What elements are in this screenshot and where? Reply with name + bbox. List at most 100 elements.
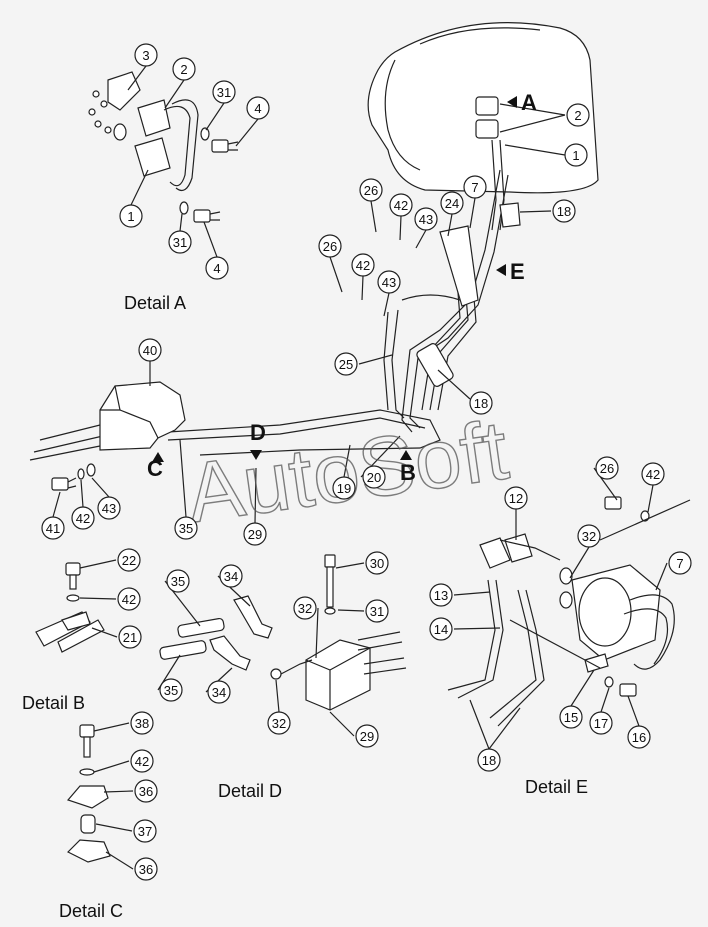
callout-circle	[552, 199, 576, 223]
callout-number: 20	[367, 470, 381, 485]
callout-part-42: 42	[641, 462, 665, 486]
callout-circle	[219, 564, 243, 588]
callout-number: 32	[582, 529, 596, 544]
callout-part-34: 34	[207, 680, 231, 704]
callout-circle	[318, 234, 342, 258]
callout-part-41: 41	[41, 516, 65, 540]
callout-circle	[359, 178, 383, 202]
callout-circle	[365, 599, 389, 623]
callout-part-43: 43	[97, 496, 121, 520]
callout-circle	[41, 516, 65, 540]
callout-circle	[117, 587, 141, 611]
callout-number: 15	[564, 710, 578, 725]
callout-number: 35	[179, 521, 193, 536]
callout-circle	[365, 551, 389, 575]
callout-part-31: 31	[212, 80, 236, 104]
callout-number: 13	[434, 588, 448, 603]
callout-circle	[166, 569, 190, 593]
callout-part-19: 19	[332, 476, 356, 500]
callout-part-42: 42	[351, 253, 375, 277]
callout-number: 42	[394, 198, 408, 213]
callout-number: 21	[123, 630, 137, 645]
callout-number: 26	[323, 239, 337, 254]
callout-circle	[134, 779, 158, 803]
callout-part-22: 22	[117, 548, 141, 572]
callout-part-14: 14	[429, 617, 453, 641]
callout-part-29: 29	[243, 522, 267, 546]
callout-circle	[641, 462, 665, 486]
callout-circle	[138, 338, 162, 362]
callout-circle	[469, 391, 493, 415]
caption-detail-a: Detail A	[124, 293, 186, 313]
callout-part-36: 36	[134, 779, 158, 803]
callout-part-18: 18	[469, 391, 493, 415]
leader-lines	[52, 65, 691, 870]
callout-number: 3	[142, 48, 149, 63]
callout-circle	[293, 596, 317, 620]
detail-d-block	[270, 554, 407, 711]
callout-number: 1	[127, 209, 134, 224]
callout-part-7: 7	[668, 551, 692, 575]
callout-part-20: 20	[362, 465, 386, 489]
callout-number: 32	[298, 601, 312, 616]
callout-number: 43	[382, 275, 396, 290]
callout-part-35: 35	[166, 569, 190, 593]
detail-letter-e: E	[510, 259, 525, 284]
callout-part-43: 43	[414, 207, 438, 231]
callout-circle	[97, 496, 121, 520]
callout-circle	[351, 253, 375, 277]
detail-letter-a: A	[521, 90, 537, 115]
callout-number: 29	[248, 527, 262, 542]
callout-number: 19	[337, 481, 351, 496]
callout-number: 35	[164, 683, 178, 698]
callout-circle	[559, 705, 583, 729]
callout-part-43: 43	[377, 270, 401, 294]
callout-circle	[429, 617, 453, 641]
callout-part-2: 2	[566, 103, 590, 127]
callout-part-40: 40	[138, 338, 162, 362]
callout-part-24: 24	[440, 191, 464, 215]
callout-part-2: 2	[172, 57, 196, 81]
callout-circle	[159, 678, 183, 702]
callout-part-13: 13	[429, 583, 453, 607]
callout-part-31: 31	[365, 599, 389, 623]
callout-circle	[355, 724, 379, 748]
callout-part-1: 1	[119, 204, 143, 228]
callout-circle	[71, 506, 95, 530]
detail-a-drawing	[88, 71, 239, 223]
callout-number: 35	[171, 574, 185, 589]
valve-block-upper	[475, 96, 505, 231]
callout-part-32: 32	[267, 711, 291, 735]
callout-part-32: 32	[293, 596, 317, 620]
callout-part-18: 18	[477, 748, 501, 772]
callout-part-42: 42	[117, 587, 141, 611]
callout-circle	[595, 456, 619, 480]
caption-detail-e: Detail E	[525, 777, 588, 797]
callout-number: 1	[572, 148, 579, 163]
detail-b-drawing	[35, 562, 105, 653]
callout-circle	[212, 80, 236, 104]
callout-number: 26	[364, 183, 378, 198]
detail-e-drawing	[447, 496, 675, 727]
callout-circle	[463, 175, 487, 199]
callout-circle	[133, 819, 157, 843]
callout-part-15: 15	[559, 705, 583, 729]
callout-part-30: 30	[365, 551, 389, 575]
callout-circle	[414, 207, 438, 231]
hose-bundle	[29, 169, 521, 461]
callout-circle	[130, 749, 154, 773]
callout-number: 34	[212, 685, 226, 700]
callout-part-42: 42	[130, 749, 154, 773]
caption-detail-c: Detail C	[59, 901, 123, 921]
callout-circle	[130, 711, 154, 735]
callout-part-16: 16	[627, 725, 651, 749]
callout-part-31: 31	[168, 230, 192, 254]
callout-number: 24	[445, 196, 459, 211]
callout-part-26: 26	[318, 234, 342, 258]
callout-number: 18	[482, 753, 496, 768]
callout-number: 18	[474, 396, 488, 411]
callout-part-7: 7	[463, 175, 487, 199]
